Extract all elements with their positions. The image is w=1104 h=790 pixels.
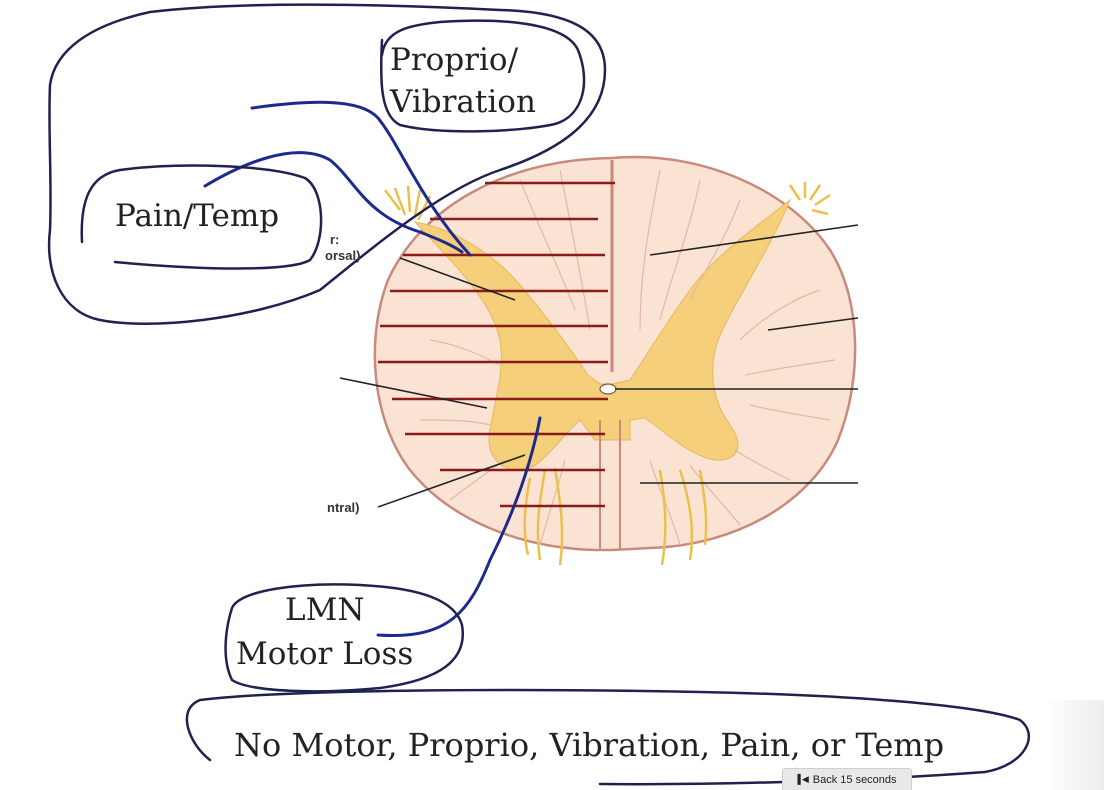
proprio-label-line1: Proprio/ xyxy=(390,42,519,78)
lesion-hatching xyxy=(378,181,615,508)
back-15-seconds-button[interactable]: ▌◀ Back 15 seconds xyxy=(782,768,912,790)
proprio-outline xyxy=(379,19,586,133)
central-canal xyxy=(599,383,617,395)
lmn-outline xyxy=(224,583,465,693)
lmn-label-line2: Motor Loss xyxy=(236,636,414,672)
back-15-seconds-label: Back 15 seconds xyxy=(812,773,897,786)
ventral-median-fissure xyxy=(599,420,621,550)
proprio-pointer xyxy=(250,100,472,257)
lmn-pointer xyxy=(376,416,542,638)
gray-matter xyxy=(413,198,792,471)
pain-temp-pointer xyxy=(203,151,464,254)
fibre-texture xyxy=(419,169,836,546)
pointer-strokes xyxy=(203,100,542,638)
large-sensory-outline xyxy=(47,3,607,325)
skip-back-icon: ▌◀ xyxy=(797,774,808,784)
nerve-roots xyxy=(384,182,831,566)
figure-label-partial-1: r: xyxy=(330,232,340,247)
figure-label-partial-3: ntral) xyxy=(327,500,360,515)
player-edge-shade xyxy=(1044,700,1104,790)
lmn-label-line1: LMN xyxy=(285,592,365,628)
figure-leader-lines xyxy=(339,224,859,508)
figure-label-partial-2: orsal) xyxy=(325,248,361,263)
pain-temp-label: Pain/Temp xyxy=(115,198,280,234)
pain-temp-outline xyxy=(80,164,323,270)
proprio-label-line2: Vibration xyxy=(390,84,536,120)
summary-label: No Motor, Proprio, Vibration, Pain, or T… xyxy=(234,726,945,764)
